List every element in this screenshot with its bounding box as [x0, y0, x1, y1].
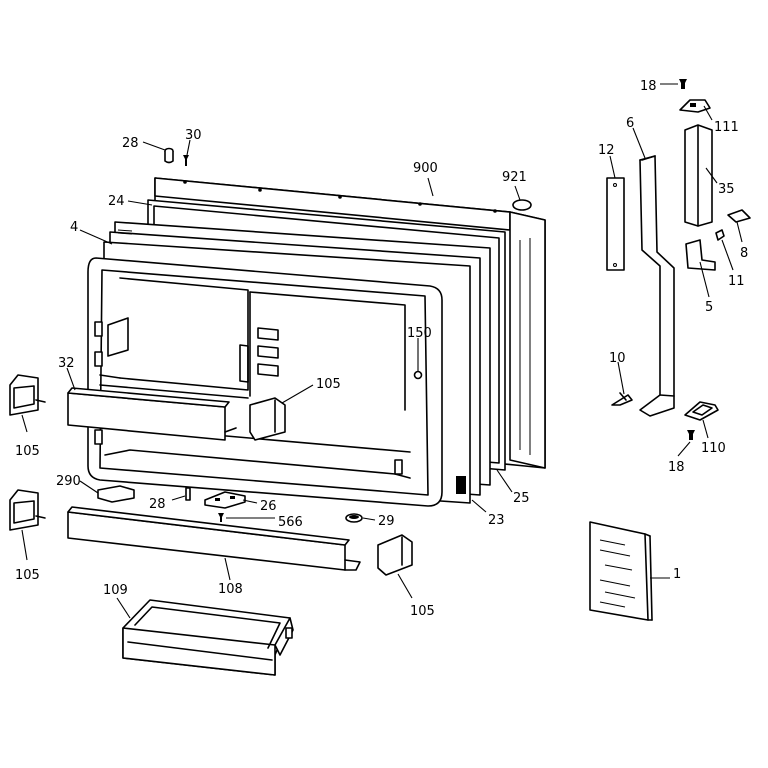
callout-18-lower: 18 — [668, 460, 685, 475]
callout-900: 900 — [413, 161, 438, 176]
shelf-end-cap-left-lower — [9, 489, 46, 531]
callout-5: 5 — [705, 300, 713, 315]
callout-105-left-lower: 105 — [15, 568, 40, 583]
callout-290: 290 — [56, 474, 81, 489]
inner-door-liner — [87, 257, 443, 507]
callout-109: 109 — [103, 583, 128, 598]
callout-32: 32 — [58, 356, 75, 371]
callout-566: 566 — [278, 515, 303, 530]
callout-24: 24 — [108, 194, 125, 209]
door-shelf-upper — [67, 387, 237, 441]
owners-manual — [589, 521, 653, 621]
small-hardware — [97, 147, 363, 523]
callout-28-top: 28 — [122, 136, 139, 151]
callout-110: 110 — [701, 441, 726, 456]
callout-23: 23 — [488, 513, 505, 528]
callout-labels: 18 111 6 35 12 8 11 5 10 110 18 1 28 30 … — [15, 79, 748, 619]
callout-1: 1 — [673, 567, 681, 582]
callout-28-lower: 28 — [149, 497, 166, 512]
callout-30: 30 — [185, 128, 202, 143]
callout-105-lower: 105 — [410, 604, 435, 619]
callout-150: 150 — [407, 326, 432, 341]
leader-lines — [21, 83, 743, 619]
door-bin — [122, 599, 294, 676]
callout-35: 35 — [718, 182, 735, 197]
callout-12: 12 — [598, 143, 615, 158]
shelf-end-cap-left-upper — [9, 374, 46, 416]
callout-26: 26 — [260, 499, 277, 514]
callout-10: 10 — [609, 351, 626, 366]
callout-4: 4 — [70, 220, 78, 235]
callout-105-left-upper: 105 — [15, 444, 40, 459]
callout-8: 8 — [740, 246, 748, 261]
door-shelf-lower — [67, 506, 361, 571]
shelf-end-cap-middle — [249, 397, 286, 441]
callout-105-middle: 105 — [316, 377, 341, 392]
shelf-end-cap-lower — [377, 534, 413, 576]
hinge-hardware — [606, 79, 751, 440]
callout-6: 6 — [626, 116, 634, 131]
callout-11: 11 — [728, 274, 745, 289]
callout-29: 29 — [378, 514, 395, 529]
callout-111: 111 — [714, 120, 739, 135]
callout-18-top: 18 — [640, 79, 657, 94]
callout-108: 108 — [218, 582, 243, 597]
callout-921: 921 — [502, 170, 527, 185]
callout-25: 25 — [513, 491, 530, 506]
